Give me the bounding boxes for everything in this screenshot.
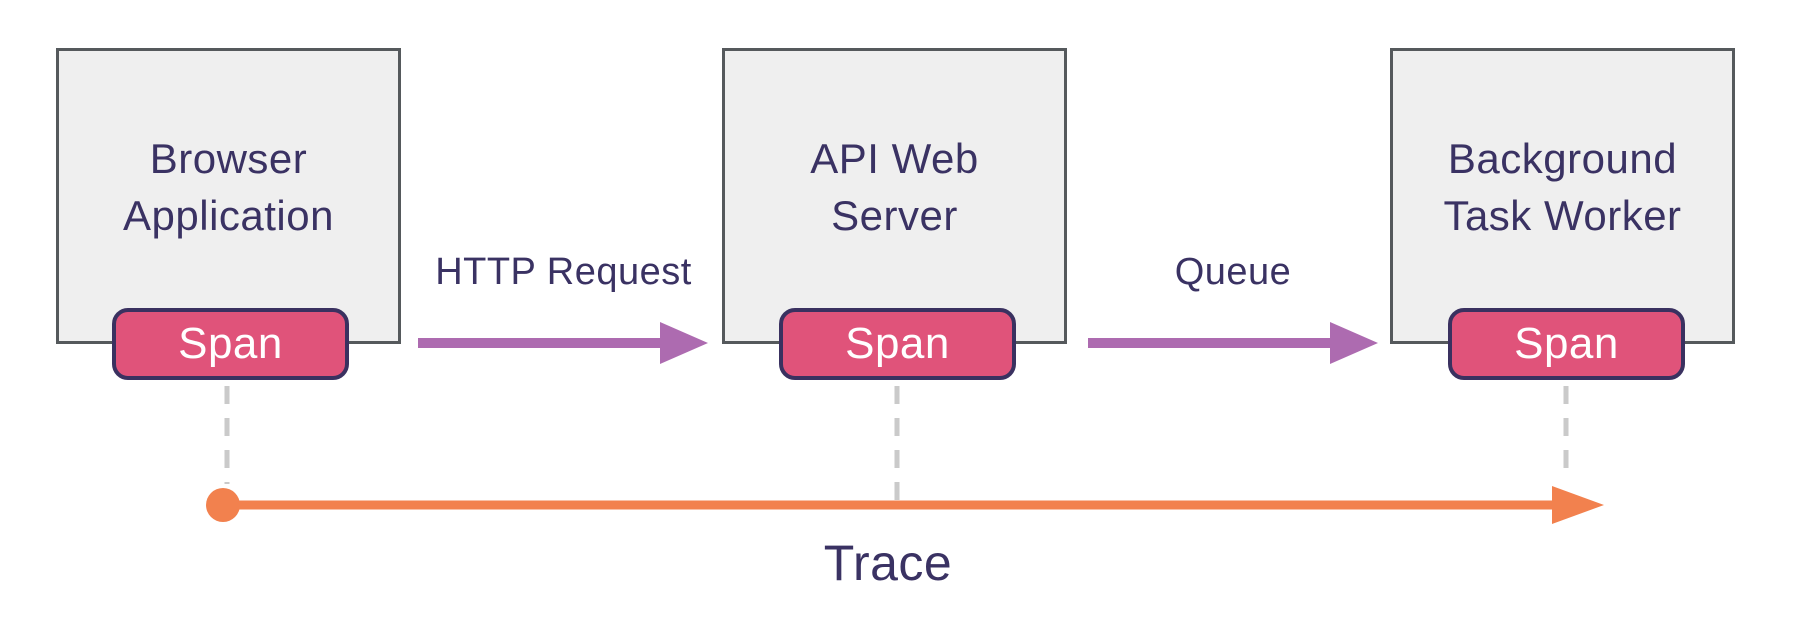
- span-pill-label: Span: [1514, 319, 1619, 368]
- span-pill-label: Span: [845, 319, 950, 368]
- span-pill-browser-application: Span: [112, 308, 349, 380]
- edge-arrow-http-request-head: [660, 322, 708, 364]
- node-label-api-web-server: API Web Server: [810, 135, 979, 239]
- node-background-task-worker: Background Task Worker: [1390, 48, 1735, 344]
- edge-label-queue: Queue: [1174, 251, 1292, 293]
- node-api-web-server: API Web Server: [722, 48, 1067, 344]
- node-label-browser-application: Browser Application: [123, 135, 334, 239]
- span-pill-background-task-worker: Span: [1448, 308, 1685, 380]
- edge-arrow-queue-head: [1330, 322, 1378, 364]
- span-pill-api-web-server: Span: [779, 308, 1016, 380]
- edge-label-http-request: HTTP Request: [435, 251, 692, 293]
- node-label-background-task-worker: Background Task Worker: [1443, 135, 1682, 239]
- trace-label: Trace: [823, 535, 953, 591]
- trace-arrowhead: [1552, 486, 1604, 524]
- span-pill-label: Span: [178, 319, 283, 368]
